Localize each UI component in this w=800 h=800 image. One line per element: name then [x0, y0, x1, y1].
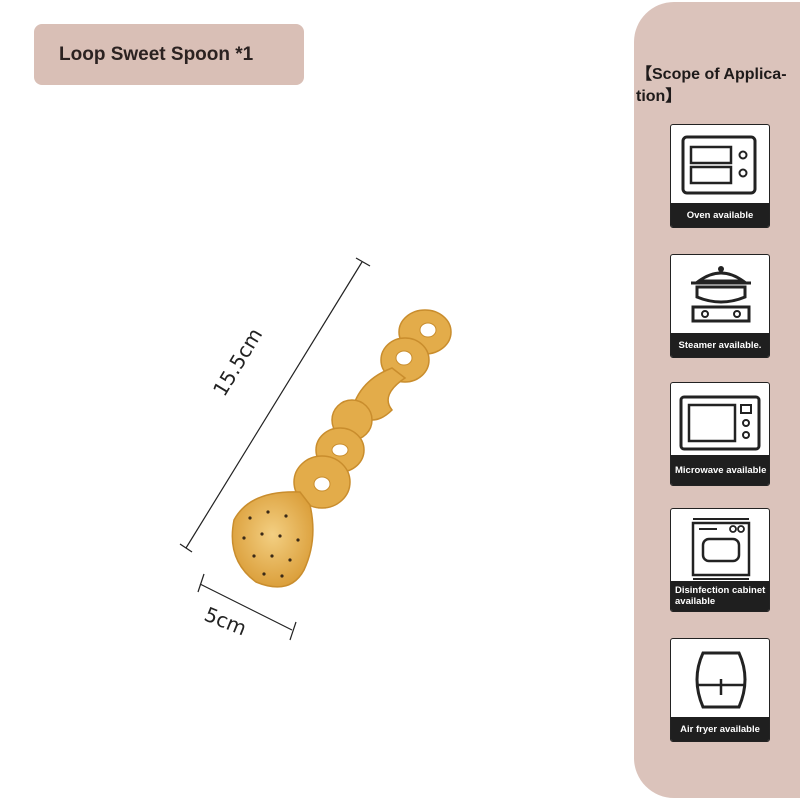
scope-label-air-fryer: Air fryer available	[671, 717, 769, 741]
scope-label-disinfection: Disinfection cabinet available	[671, 581, 769, 611]
scope-label-steamer: Steamer available.	[671, 333, 769, 357]
oven-icon	[681, 135, 757, 195]
scope-card-air-fryer: Air fryer available	[670, 638, 770, 742]
scope-label-oven: Oven available	[671, 203, 769, 227]
steamer-icon	[691, 266, 751, 323]
scope-heading: 【Scope of Applica-tion】	[636, 66, 787, 105]
scope-card-oven: Oven available	[670, 124, 770, 228]
length-dimension-line	[179, 257, 371, 553]
scope-card-steamer: Steamer available.	[670, 254, 770, 358]
disinfection-cabinet-icon	[691, 518, 751, 580]
scope-card-microwave: Microwave available	[670, 382, 770, 486]
scope-card-disinfection: Disinfection cabinet available	[670, 508, 770, 612]
air-fryer-icon	[695, 651, 747, 709]
spoon-illustration	[179, 257, 452, 641]
product-title-badge: Loop Sweet Spoon *1	[34, 24, 304, 85]
bowl-dots	[242, 510, 300, 578]
scope-label-microwave: Microwave available	[671, 455, 769, 485]
microwave-icon	[679, 395, 761, 451]
width-dimension-line	[197, 573, 297, 641]
product-title: Loop Sweet Spoon *1	[59, 43, 254, 65]
